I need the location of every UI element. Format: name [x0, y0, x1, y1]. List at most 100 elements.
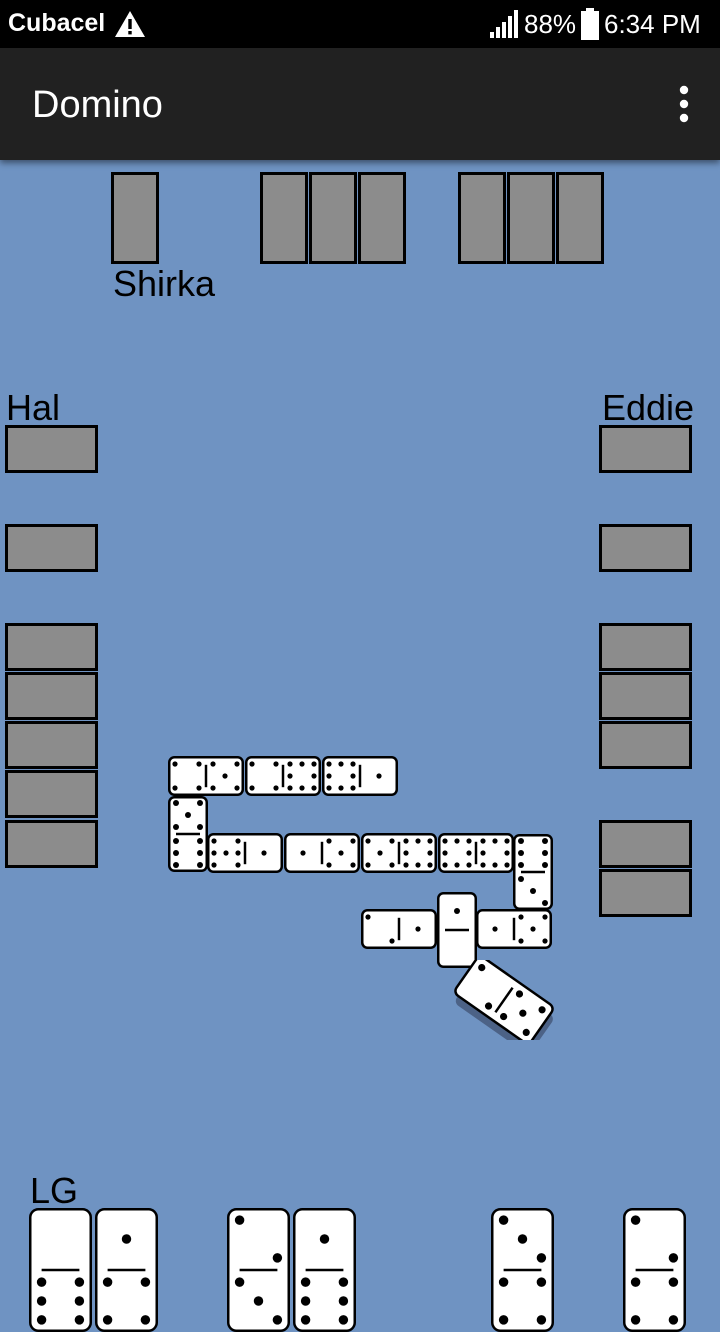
opponent-tile-back: [5, 820, 98, 868]
domino-pip: [326, 761, 332, 767]
domino-pip: [185, 812, 191, 818]
hand-domino[interactable]: [95, 1208, 158, 1332]
domino-pip: [442, 850, 448, 856]
domino-pip: [36, 1296, 47, 1306]
domino-pip: [542, 850, 548, 856]
domino-pip: [427, 850, 433, 856]
opponent-tile-back: [599, 721, 692, 769]
domino-pip: [630, 1315, 641, 1325]
domino-pip: [350, 838, 356, 844]
game-board: Shirka Hal Eddie LG: [0, 160, 720, 1332]
opponent-tile-back: [5, 425, 98, 473]
opponent-tile-back: [599, 623, 692, 671]
domino-pip: [234, 1215, 245, 1225]
domino-pip: [173, 800, 179, 806]
hand-domino[interactable]: [227, 1208, 290, 1332]
domino-pip: [299, 785, 305, 791]
domino-pip: [338, 1277, 349, 1287]
domino-pip: [403, 838, 409, 844]
domino-pip: [300, 1315, 311, 1325]
domino-pip: [210, 761, 216, 767]
domino-pip: [102, 1277, 113, 1287]
domino-pip: [197, 824, 203, 830]
domino-pip: [299, 761, 305, 767]
domino-pip: [249, 785, 255, 791]
domino-pip: [173, 850, 179, 856]
domino-pip: [273, 761, 279, 767]
hand-domino[interactable]: [623, 1208, 686, 1332]
board-domino: [207, 833, 283, 873]
domino-pip: [102, 1315, 113, 1325]
domino-pip: [210, 785, 216, 791]
domino-pip: [519, 1009, 527, 1017]
domino-pip: [504, 838, 510, 844]
domino-pip: [338, 850, 344, 856]
domino-pip: [376, 773, 382, 779]
board-domino: [361, 909, 437, 949]
opponent-tile-back: [309, 172, 357, 264]
domino-pip: [480, 850, 486, 856]
domino-pip: [338, 761, 344, 767]
board-domino: [438, 833, 514, 873]
domino-pip: [253, 1296, 264, 1306]
domino-pip: [326, 773, 332, 779]
board-domino: [476, 909, 552, 949]
opponent-tile-back: [458, 172, 506, 264]
domino-pip: [389, 862, 395, 868]
domino-pip: [536, 1315, 547, 1325]
player-name-left: Hal: [6, 387, 61, 428]
board-domino-dragging[interactable]: [448, 960, 560, 1040]
domino-pip: [389, 838, 395, 844]
domino-pip: [223, 850, 229, 856]
opponent-tile-back: [556, 172, 604, 264]
domino-pip: [272, 1253, 283, 1263]
domino-pip: [668, 1277, 679, 1287]
domino-pip: [500, 1012, 508, 1021]
domino-pip: [196, 785, 202, 791]
domino-pip: [300, 1277, 311, 1287]
domino-pip: [466, 862, 472, 868]
domino-pip: [338, 785, 344, 791]
opponent-tile-back: [260, 172, 308, 264]
domino-pip: [272, 1315, 283, 1325]
opponent-tile-back: [5, 623, 98, 671]
domino-pip: [542, 938, 548, 944]
player-name-right: Eddie: [602, 387, 695, 428]
domino-pip: [287, 761, 293, 767]
domino-pip: [365, 838, 371, 844]
domino-pip: [172, 785, 178, 791]
domino-pip: [415, 862, 421, 868]
hand-domino[interactable]: [293, 1208, 356, 1332]
battery-icon: [581, 8, 599, 40]
domino-pip: [538, 1006, 546, 1014]
domino-pip: [518, 938, 524, 944]
domino-pip: [338, 1296, 349, 1306]
board-domino: [437, 892, 477, 968]
domino-pip: [350, 773, 356, 779]
domino-pip: [36, 1277, 47, 1287]
hand-domino[interactable]: [29, 1208, 92, 1332]
domino-pip: [249, 761, 255, 767]
domino-pip: [74, 1315, 85, 1325]
domino-pip: [222, 773, 228, 779]
domino-pip: [173, 824, 179, 830]
domino-pip: [235, 850, 241, 856]
domino-pip: [542, 862, 548, 868]
domino-pip: [326, 785, 332, 791]
overflow-menu-icon[interactable]: [664, 78, 704, 130]
domino-pip: [197, 850, 203, 856]
hand-domino[interactable]: [491, 1208, 554, 1332]
domino-pip: [498, 1315, 509, 1325]
domino-pip: [350, 862, 356, 868]
domino-pip: [350, 785, 356, 791]
domino-pip: [480, 862, 486, 868]
domino-pip: [427, 862, 433, 868]
board-domino: [245, 756, 321, 796]
domino-pip: [261, 850, 267, 856]
domino-pip: [350, 761, 356, 767]
domino-pip: [415, 838, 421, 844]
domino-pip: [365, 862, 371, 868]
opponent-tile-back: [599, 672, 692, 720]
domino-pip: [172, 761, 178, 767]
domino-pip: [454, 862, 460, 868]
